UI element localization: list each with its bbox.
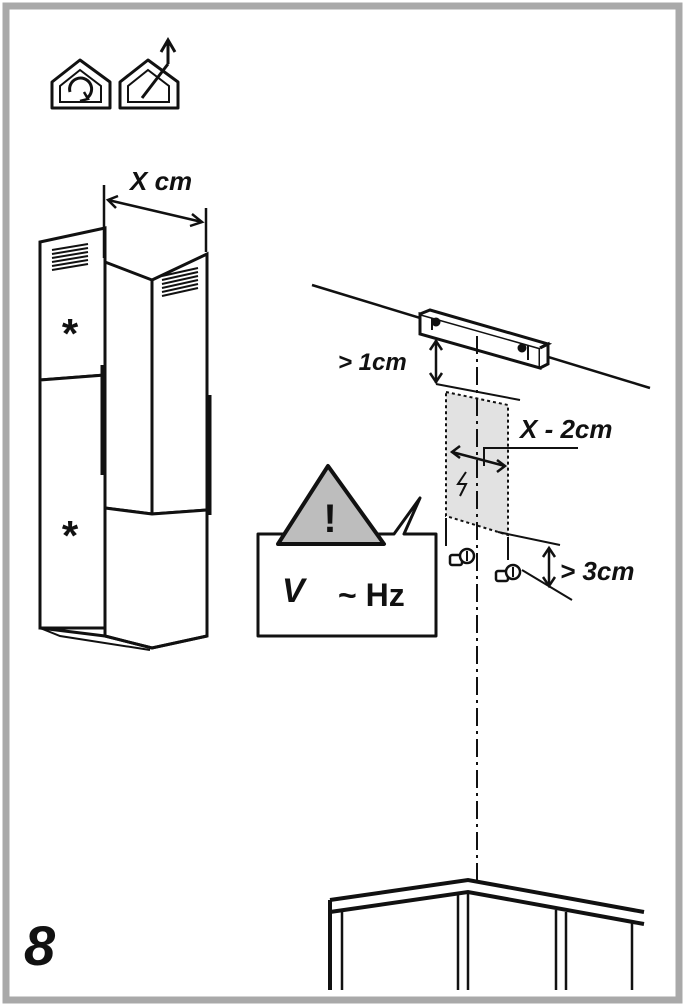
duct-width-label: X cm xyxy=(128,166,192,196)
step-number: 8 xyxy=(24,914,56,977)
electric-socket-icon xyxy=(456,471,468,497)
hob-worktop xyxy=(328,877,645,990)
warning-mark: ! xyxy=(323,497,336,541)
mounting-bracket xyxy=(418,308,553,370)
asterisk-lower: * xyxy=(62,512,79,559)
recirculation-mode-icon xyxy=(50,58,112,110)
warning-triangle-icon xyxy=(276,464,386,546)
extraction-mode-icon xyxy=(118,37,180,110)
bracket-gap-label: > 1cm xyxy=(338,349,407,376)
screw-gap-dimension xyxy=(497,531,573,601)
duct-vent-grille-right xyxy=(161,267,199,297)
voltage-label: V xyxy=(282,572,308,610)
socket-width-leader xyxy=(483,447,578,466)
asterisk-upper: * xyxy=(62,310,79,357)
duct-vent-grille-left xyxy=(51,243,89,271)
screw-right xyxy=(494,563,522,583)
frequency-label: ~ Hz xyxy=(338,577,405,613)
screw-left xyxy=(448,547,476,567)
duct-width-dimension xyxy=(102,185,208,258)
socket-width-label: X - 2cm xyxy=(518,414,613,444)
screw-gap-label: > 3cm xyxy=(560,556,634,586)
warning-bubble xyxy=(256,496,438,638)
